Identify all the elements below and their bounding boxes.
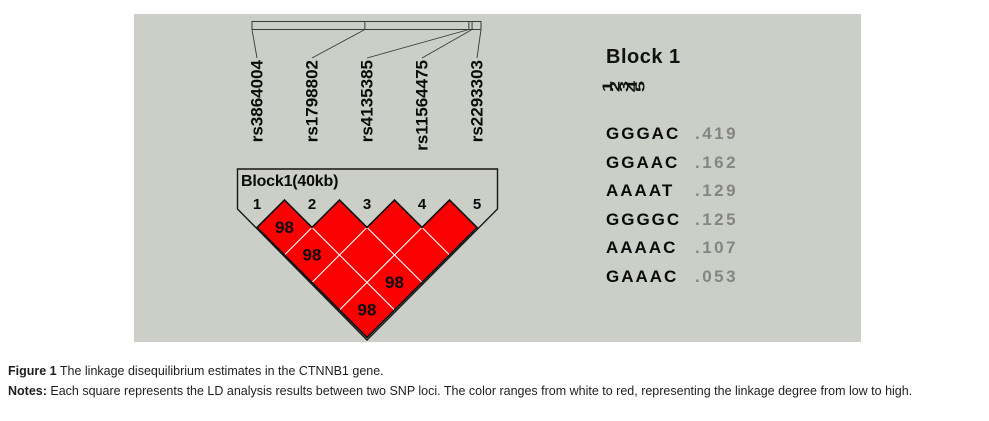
haplotype-sequence: GGAAC (606, 152, 680, 172)
ld-value-1-2: 98 (275, 218, 294, 237)
marker-connector-line (311, 29, 366, 59)
site-number-4: 4 (418, 196, 427, 213)
notes-text: Each square represents the LD analysis r… (50, 384, 913, 398)
genomic-position-bar (251, 21, 482, 30)
site-number-2: 2 (308, 196, 316, 213)
triangle-border (255, 198, 479, 339)
haplotype-row: GGAAC .162 (606, 149, 738, 178)
haplotype-column-number-5: 5 (632, 80, 648, 93)
haplotype-frequency: .162 (695, 152, 739, 172)
caption-line: Figure 1 The linkage disequilibrium esti… (8, 364, 984, 379)
figure-caption: Figure 1 The linkage disequilibrium esti… (8, 364, 984, 399)
haplotype-sequence: GGGGC (606, 209, 682, 229)
figure-label: Figure 1 (8, 364, 57, 378)
block-outline (236, 168, 499, 341)
snp-label-2: rs1798802 (303, 60, 322, 142)
haplotype-column-numbers: 12345 (600, 78, 648, 96)
haplotype-row: GGGGC .125 (606, 206, 738, 235)
haplotype-frequency: .053 (695, 266, 739, 286)
haplotype-frequency: .107 (695, 238, 739, 258)
ld-value-1-5: 98 (358, 301, 377, 320)
site-number-1: 1 (253, 196, 261, 213)
snp-label-3: rs4135385 (358, 60, 377, 142)
snp-label-4: rs11564475 (413, 60, 432, 151)
marker-connector-line (476, 29, 482, 59)
haplotype-frequency: .125 (695, 209, 739, 229)
ld-figure-panel: rs3864004 rs1798802 rs4135385 rs11564475 rs2… (134, 14, 861, 342)
snp-label-5: rs2293303 (468, 60, 487, 142)
haplotype-row: AAAAC .107 (606, 234, 738, 263)
haplotype-frequency: .129 (695, 181, 739, 201)
notes-line: Notes: Each square represents the LD ana… (8, 384, 984, 399)
haplotype-sequence: AAAAC (606, 238, 678, 258)
haplotype-block-title: Block 1 (606, 46, 681, 68)
haplotype-frequency: .419 (695, 124, 739, 144)
figure-caption-text: The linkage disequilibrium estimates in … (59, 364, 384, 378)
ld-value-2-5: 98 (385, 273, 404, 292)
marker-connector-line (421, 29, 473, 59)
haplotype-row: AAAAT .129 (606, 177, 738, 206)
snp-label-1: rs3864004 (248, 59, 267, 142)
haplotype-sequence: GAAAC (606, 266, 679, 286)
haplotype-row: GGGAC .419 (606, 120, 738, 149)
site-number-3: 3 (363, 196, 371, 213)
haplotype-sequence: GGGAC (606, 124, 681, 144)
haplotype-sequence: AAAAT (606, 181, 675, 201)
ld-plot: rs3864004 rs1798802 rs4135385 rs11564475 rs2… (236, 21, 499, 341)
site-number-5: 5 (473, 196, 481, 213)
ld-value-1-3: 98 (303, 246, 322, 265)
marker-connector-line (366, 29, 469, 59)
marker-connector-line (251, 29, 258, 59)
haplotype-row: GAAAC .053 (606, 263, 738, 292)
block-range-label: Block1(40kb) (241, 173, 338, 190)
notes-label: Notes: (8, 384, 47, 398)
